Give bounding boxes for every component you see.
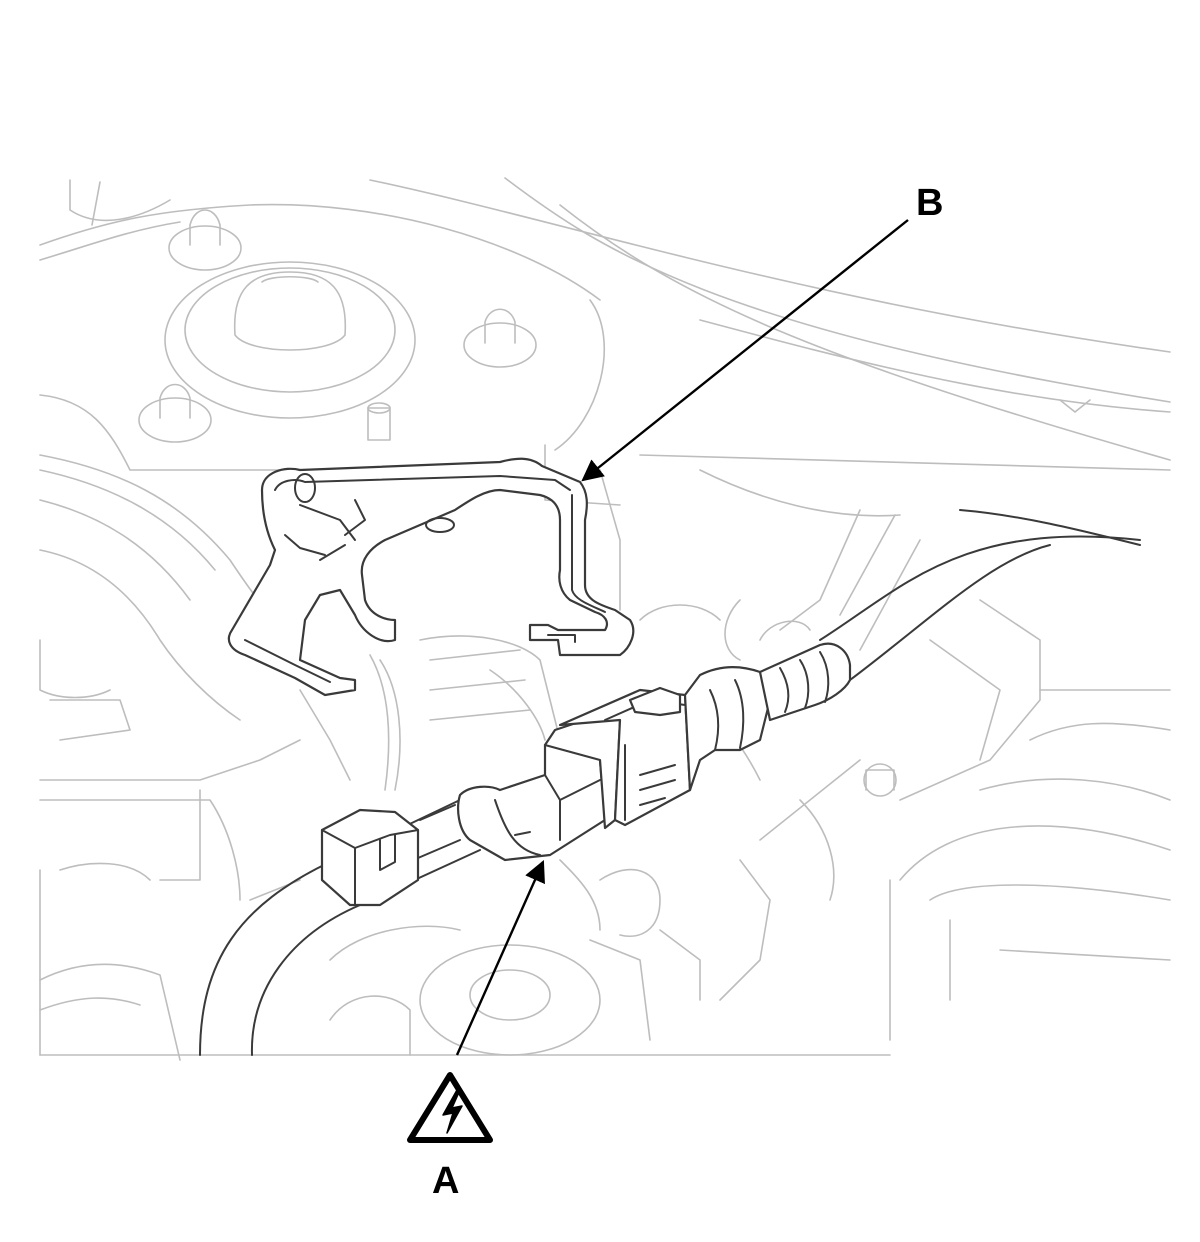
harness-clip xyxy=(320,808,420,907)
wiring-harness xyxy=(199,509,1141,1056)
callout-a-label: A xyxy=(432,1160,459,1202)
vehicle-body-background xyxy=(39,177,1171,1061)
harness-bracket-b xyxy=(227,457,635,697)
strut-mount-studs xyxy=(138,209,537,443)
connector-a xyxy=(457,642,852,862)
callout-b-label: B xyxy=(916,182,943,224)
leader-line-b xyxy=(581,219,909,482)
leader-line-a xyxy=(455,860,545,1056)
high-voltage-warning-icon xyxy=(407,1072,493,1143)
